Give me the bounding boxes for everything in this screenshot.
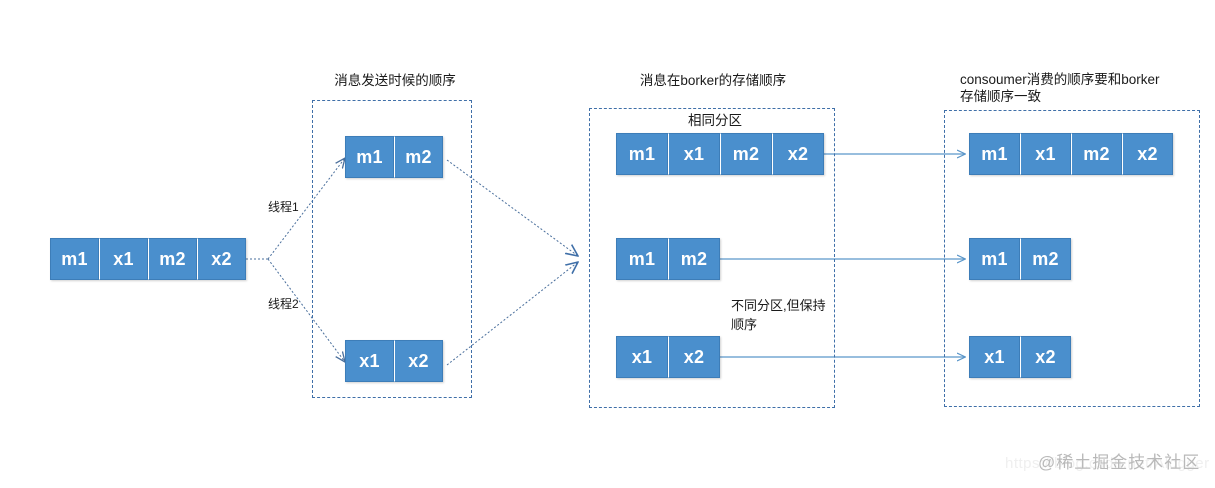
- msg-cell: m1: [616, 133, 668, 175]
- msg-cell: m1: [969, 238, 1020, 280]
- msg-cell: x2: [772, 133, 824, 175]
- thread-1-label: 线程1: [268, 200, 299, 214]
- group-box-broker: [589, 108, 835, 408]
- msg-cell: m1: [969, 133, 1020, 175]
- msg-cell: m2: [668, 238, 720, 280]
- group-title-producer: 消息发送时候的顺序: [334, 73, 456, 88]
- msg-cell: m2: [1071, 133, 1122, 175]
- msg-cell: x2: [394, 340, 443, 382]
- watermark-url: https://blog.csdn.net/Alogger: [1005, 455, 1210, 472]
- source-sequence: m1 x1 m2 x2: [50, 238, 246, 280]
- broker-sequence-3: x1 x2: [616, 336, 720, 378]
- msg-cell: x1: [969, 336, 1020, 378]
- broker-sequence-2: m1 m2: [616, 238, 720, 280]
- msg-cell: m2: [148, 238, 197, 280]
- consumer-sequence-2: m1 m2: [969, 238, 1071, 280]
- thread-2-label: 线程2: [268, 297, 299, 311]
- msg-cell: x2: [668, 336, 720, 378]
- msg-cell: x2: [1122, 133, 1173, 175]
- consumer-sequence-3: x1 x2: [969, 336, 1071, 378]
- msg-cell: x1: [1020, 133, 1071, 175]
- msg-cell: x1: [99, 238, 148, 280]
- msg-cell: m2: [720, 133, 772, 175]
- watermark-text: @稀土掘金技术社区: [1038, 453, 1201, 472]
- broker-partition-label: 相同分区: [688, 113, 742, 128]
- thread2-sequence: x1 x2: [345, 340, 443, 382]
- msg-cell: m2: [394, 136, 443, 178]
- broker-partition-note: 不同分区,但保持 顺序: [731, 298, 826, 332]
- group-box-producer: [312, 100, 472, 398]
- msg-cell: x1: [616, 336, 668, 378]
- msg-cell: m1: [345, 136, 394, 178]
- msg-cell: x2: [197, 238, 246, 280]
- group-title-broker: 消息在borker的存储顺序: [639, 73, 787, 88]
- msg-cell: x1: [345, 340, 394, 382]
- msg-cell: m1: [50, 238, 99, 280]
- group-title-consumer: consoumer消费的顺序要和borker 存储顺序一致: [960, 72, 1160, 104]
- msg-cell: m2: [1020, 238, 1071, 280]
- broker-sequence-1: m1 x1 m2 x2: [616, 133, 824, 175]
- group-box-consumer: [944, 110, 1200, 407]
- msg-cell: x1: [668, 133, 720, 175]
- consumer-sequence-1: m1 x1 m2 x2: [969, 133, 1173, 175]
- msg-cell: x2: [1020, 336, 1071, 378]
- msg-cell: m1: [616, 238, 668, 280]
- thread1-sequence: m1 m2: [345, 136, 443, 178]
